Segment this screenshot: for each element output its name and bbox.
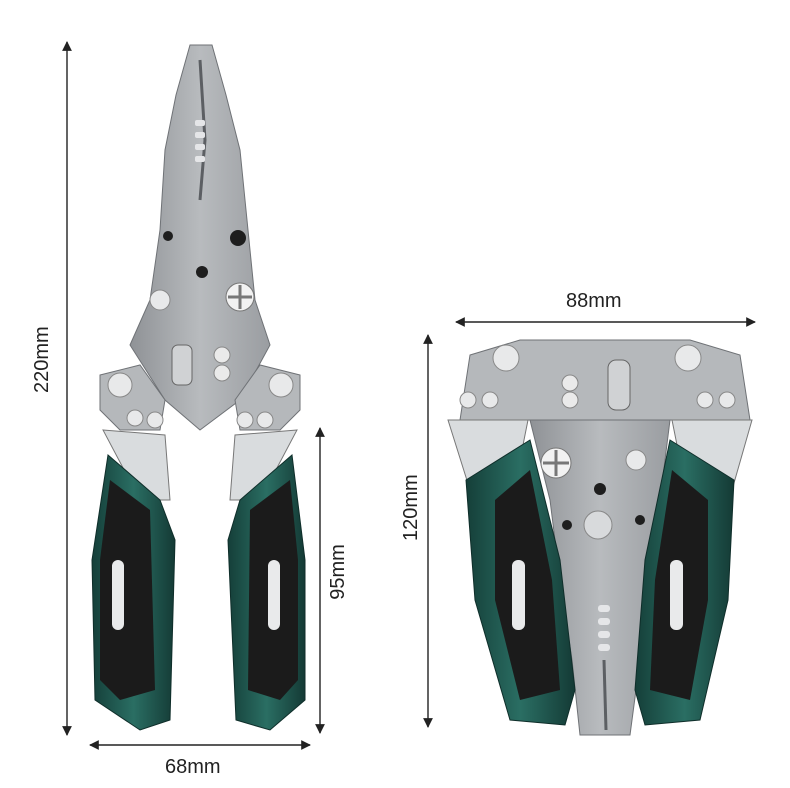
pliers-closed [447, 339, 753, 736]
dimension-arrows [62, 41, 756, 750]
label-handle-length: 95mm [327, 544, 349, 600]
pliers-open-left-handle [91, 429, 176, 731]
label-open-width: 68mm [165, 756, 221, 778]
label-open-length: 220mm [31, 326, 53, 393]
pliers-closed-left-handle [447, 419, 576, 726]
pliers-closed-right-handle [634, 419, 753, 726]
label-closed-length: 120mm [400, 474, 422, 541]
pliers-open [91, 44, 306, 731]
label-closed-width: 88mm [566, 290, 622, 312]
pliers-open-right-handle [227, 429, 306, 731]
pliers-open-head [129, 44, 271, 431]
